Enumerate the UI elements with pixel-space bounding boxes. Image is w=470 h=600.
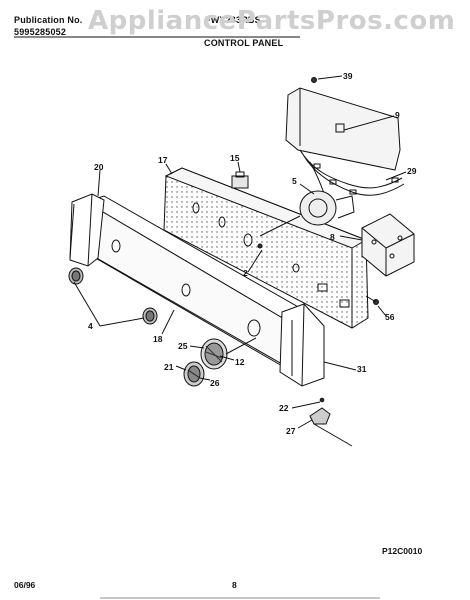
rear-shield-part <box>285 87 401 171</box>
leader-lines <box>73 75 407 429</box>
callout-29: 29 <box>407 166 417 176</box>
callout-21: 21 <box>164 362 174 372</box>
callout-27: 27 <box>286 426 296 436</box>
pad-27-part <box>309 397 353 447</box>
left-end-cap-part <box>69 193 105 267</box>
callout-4: 4 <box>88 321 93 331</box>
callout-5: 5 <box>292 176 297 186</box>
callout-18: 18 <box>153 334 163 344</box>
callout-26: 26 <box>210 378 220 388</box>
timer-motor-part <box>259 190 355 237</box>
callout-31: 31 <box>357 364 367 374</box>
screw-56-part <box>365 295 379 305</box>
screw-2-part <box>257 243 263 249</box>
publication-label: Publication No. <box>14 15 83 25</box>
screw-39-part <box>311 77 317 83</box>
footer-date: 06/96 <box>14 580 36 590</box>
timer-part <box>361 213 415 277</box>
callout-12: 12 <box>235 357 245 367</box>
wire-harness-part <box>299 149 405 213</box>
callout-20: 20 <box>94 162 104 172</box>
timer-dial-part <box>200 337 257 370</box>
callout-15: 15 <box>230 153 240 163</box>
publication-number: 5995285052 <box>14 27 67 37</box>
callout-8: 8 <box>330 232 335 242</box>
callout-2: 2 <box>243 268 248 278</box>
watermark-logo: AppliancePartsPros.com <box>88 6 456 36</box>
selector-switch-part <box>231 171 249 189</box>
knob-left-part <box>68 267 84 285</box>
model-number: FWX233RBS <box>205 15 261 25</box>
section-title: CONTROL PANEL <box>204 38 284 48</box>
callout-25: 25 <box>178 341 188 351</box>
callout-9: 9 <box>395 110 400 120</box>
knob-middle-part <box>142 307 158 325</box>
diagram-code: P12C0010 <box>382 546 423 556</box>
timer-knob-part <box>183 361 205 387</box>
callout-56: 56 <box>385 312 395 322</box>
callout-22: 22 <box>279 403 289 413</box>
callout-39: 39 <box>343 71 353 81</box>
console-back-panel-part <box>163 167 369 329</box>
footer-page-number: 8 <box>232 580 237 590</box>
right-end-cap-part <box>279 303 325 387</box>
callout-17: 17 <box>158 155 168 165</box>
